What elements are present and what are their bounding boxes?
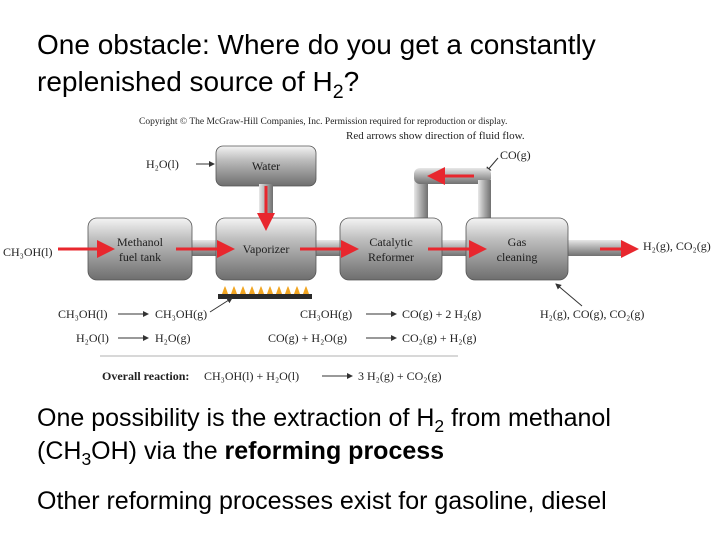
reaction-r1-c: CH₃OH(g): [300, 307, 352, 321]
reaction-r2-b: H₂O(g): [155, 331, 191, 345]
tank-label-line1: Methanol: [117, 235, 164, 249]
reaction-r2-c: CO(g) + H₂O(g): [268, 331, 347, 345]
reaction-r2-d: CO₂(g) + H₂(g): [402, 331, 476, 345]
bypass-pipe-right: [478, 180, 491, 220]
ch3oh-liquid-label: CH₃OH(l): [3, 245, 53, 259]
water-label: Water: [252, 159, 280, 173]
cleaning-label-line1: Gas: [508, 235, 527, 249]
output-label: H₂(g), CO₂(g): [643, 239, 711, 253]
pipe-outlet: [566, 240, 622, 256]
other-processes-paragraph: Other reforming processes exist for gaso…: [37, 487, 607, 515]
bypass-pipe-left: [414, 180, 428, 220]
reforming-process-figure: Copyright © The McGraw-Hill Companies, I…: [3, 116, 711, 383]
pointer-burner: [209, 297, 233, 313]
reformer-label-line1: Catalytic: [369, 235, 412, 249]
overall-reaction-label: Overall reaction:: [102, 369, 189, 383]
overall-reaction-rhs: 3 H₂(g) + CO₂(g): [358, 369, 441, 383]
cleaning-label-line2: cleaning: [497, 250, 538, 264]
vaporizer-label: Vaporizer: [243, 242, 290, 256]
copyright-line: Copyright © The McGraw-Hill Companies, I…: [139, 116, 507, 127]
reformer-label-line2: Reformer: [368, 250, 414, 264]
reforming-paragraph: One possibility is the extraction of H2 …: [37, 404, 611, 470]
h2o-liquid-label: H₂O(l): [146, 157, 179, 171]
arrow-note: Red arrows show direction of fluid flow.: [346, 130, 525, 142]
reaction-r1-e: H₂(g), CO(g), CO₂(g): [540, 307, 644, 321]
reaction-r1-d: CO(g) + 2 H₂(g): [402, 307, 481, 321]
slide-title: One obstacle: Where do you get a constan…: [37, 29, 596, 103]
overall-reaction-lhs: CH₃OH(l) + H₂O(l): [204, 369, 299, 383]
reaction-r2-a: H₂O(l): [76, 331, 109, 345]
pointer-cleaning: [555, 283, 583, 307]
reaction-r1-a: CH₃OH(l): [58, 307, 108, 321]
tank-label-line2: fuel tank: [119, 250, 161, 264]
co-gas-label: CO(g): [500, 148, 531, 162]
burner-bar: [218, 294, 312, 299]
reaction-r1-b: CH₃OH(g): [155, 307, 207, 321]
burner-flames: [222, 286, 309, 294]
